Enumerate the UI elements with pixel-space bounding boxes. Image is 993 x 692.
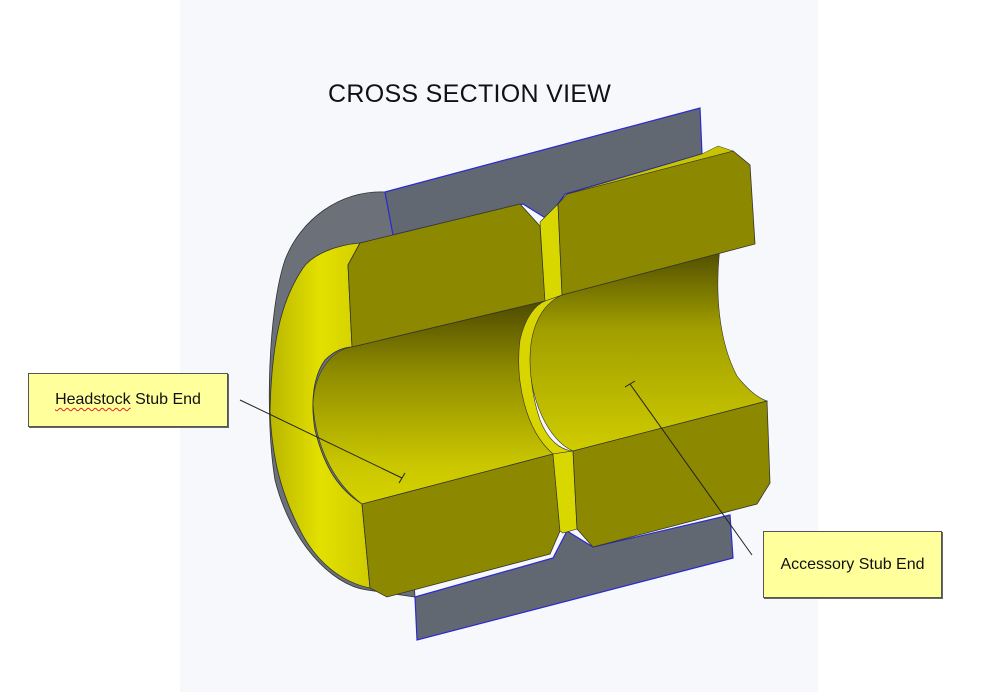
headstock-leader-line — [239, 399, 406, 484]
accessory-leader-line — [624, 380, 753, 556]
sleeve-bottom — [414, 514, 734, 641]
accessory-stub-end-callout: Accessory Stub End — [763, 531, 942, 598]
accessory-callout-label: Accessory Stub End — [780, 555, 925, 573]
bottom-gap — [552, 450, 578, 534]
headstock-callout-word: Headstock — [55, 391, 131, 408]
drawing-title: CROSS SECTION VIEW — [328, 80, 612, 108]
top-right-rim — [566, 145, 734, 195]
headstock-front-ring — [269, 242, 371, 589]
headstock-callout-rest: Stub End — [130, 391, 201, 408]
headstock-stub-end-callout: Headstock Stub End — [28, 373, 228, 427]
